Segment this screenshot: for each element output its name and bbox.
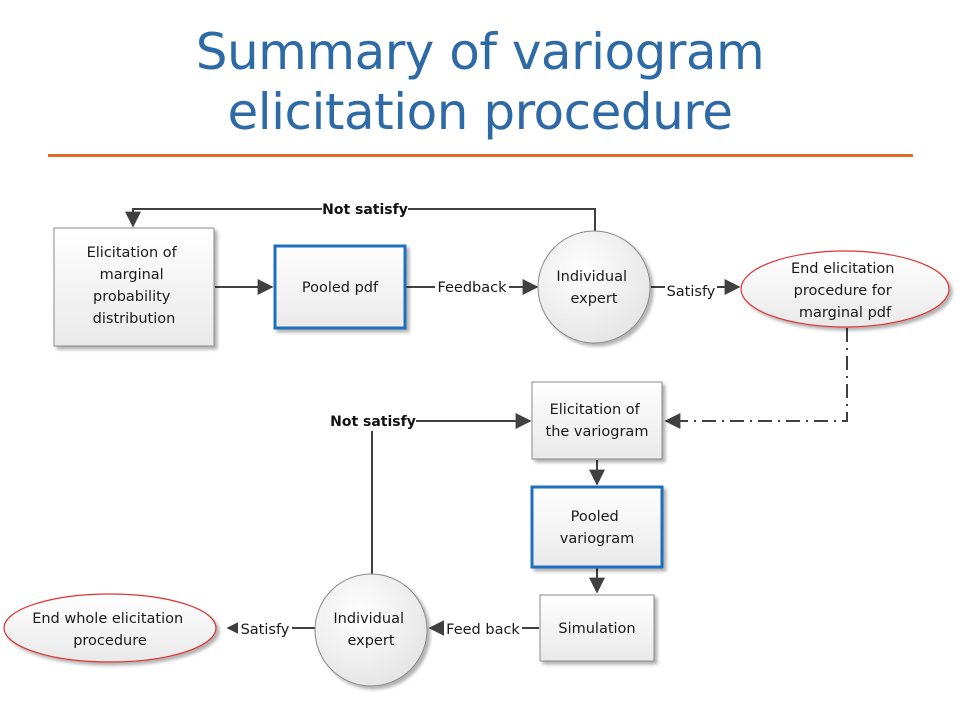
label-satisfy-bottom: Satisfy (241, 622, 290, 638)
node-text: End elicitation (791, 261, 895, 277)
node-text: variogram (560, 531, 635, 547)
svg-text:Elicitation of marginal: Elicitation of marginal probability dist… (87, 245, 182, 327)
node-simulation: Simulation (539, 594, 655, 662)
node-pooled-variogram: Pooled variogram (530, 485, 664, 569)
node-text: End whole elicitation (32, 611, 183, 627)
node-end-marginal: End elicitation procedure for marginal p… (740, 250, 950, 328)
svg-text:Individual expert: Individual expert (333, 611, 408, 649)
connectors (125, 208, 848, 636)
node-text: Individual (556, 269, 627, 285)
node-expert-bottom: Individual expert (314, 573, 428, 687)
label-not-satisfy-top: Not satisfy (322, 202, 408, 218)
node-text: marginal pdf (799, 305, 892, 321)
node-text: Pooled pdf (302, 280, 379, 296)
svg-text:End elicitation procedur: End elicitation procedure for marginal p… (791, 261, 899, 321)
label-satisfy-top: Satisfy (667, 284, 716, 300)
node-text: marginal (100, 267, 164, 283)
svg-text:Individual expert: Individual expert (556, 269, 631, 307)
edge-to-variogram (664, 328, 848, 429)
node-text: procedure (73, 633, 147, 649)
node-elicit-variogram: Elicitation of the variogram (531, 381, 663, 460)
node-text: Elicitation of (550, 402, 641, 418)
label-not-satisfy-bottom: Not satisfy (330, 414, 416, 430)
node-text: procedure for (794, 283, 892, 299)
node-text: Pooled (571, 509, 619, 525)
node-text: expert (347, 633, 394, 649)
label-feedback-top: Feedback (437, 280, 507, 296)
node-text: Elicitation of (87, 245, 178, 261)
svg-text:End whole elicitation pr: End whole elicitation procedure (32, 611, 188, 649)
node-text: Individual (333, 611, 404, 627)
title-line-1: Summary of variogram (195, 23, 765, 81)
svg-text:Simulation: Simulation (558, 621, 635, 637)
node-text: expert (570, 291, 617, 307)
node-expert-top: Individual expert (537, 230, 651, 344)
edge-not-satisfy-bottom (371, 413, 532, 574)
label-feedback-bottom: Feed back (446, 622, 520, 638)
title-underline (48, 154, 913, 157)
node-text: Simulation (558, 621, 635, 637)
title-line-2: elicitation procedure (227, 83, 733, 141)
node-pooled-pdf: Pooled pdf (273, 244, 407, 330)
page-title: Summary of variogram elicitation procedu… (0, 22, 960, 142)
node-text: the variogram (546, 424, 649, 440)
node-text: probability (93, 289, 171, 305)
svg-text:Pooled pdf: Pooled pdf (302, 280, 379, 296)
svg-text:Elicitation of the vario: Elicitation of the variogram (546, 402, 649, 440)
svg-text:Pooled variogram: Pooled variogram (560, 509, 635, 547)
node-elicit-marginal: Elicitation of marginal probability dist… (53, 227, 215, 347)
node-text: distribution (93, 311, 176, 327)
node-end-whole: End whole elicitation procedure (3, 593, 217, 663)
